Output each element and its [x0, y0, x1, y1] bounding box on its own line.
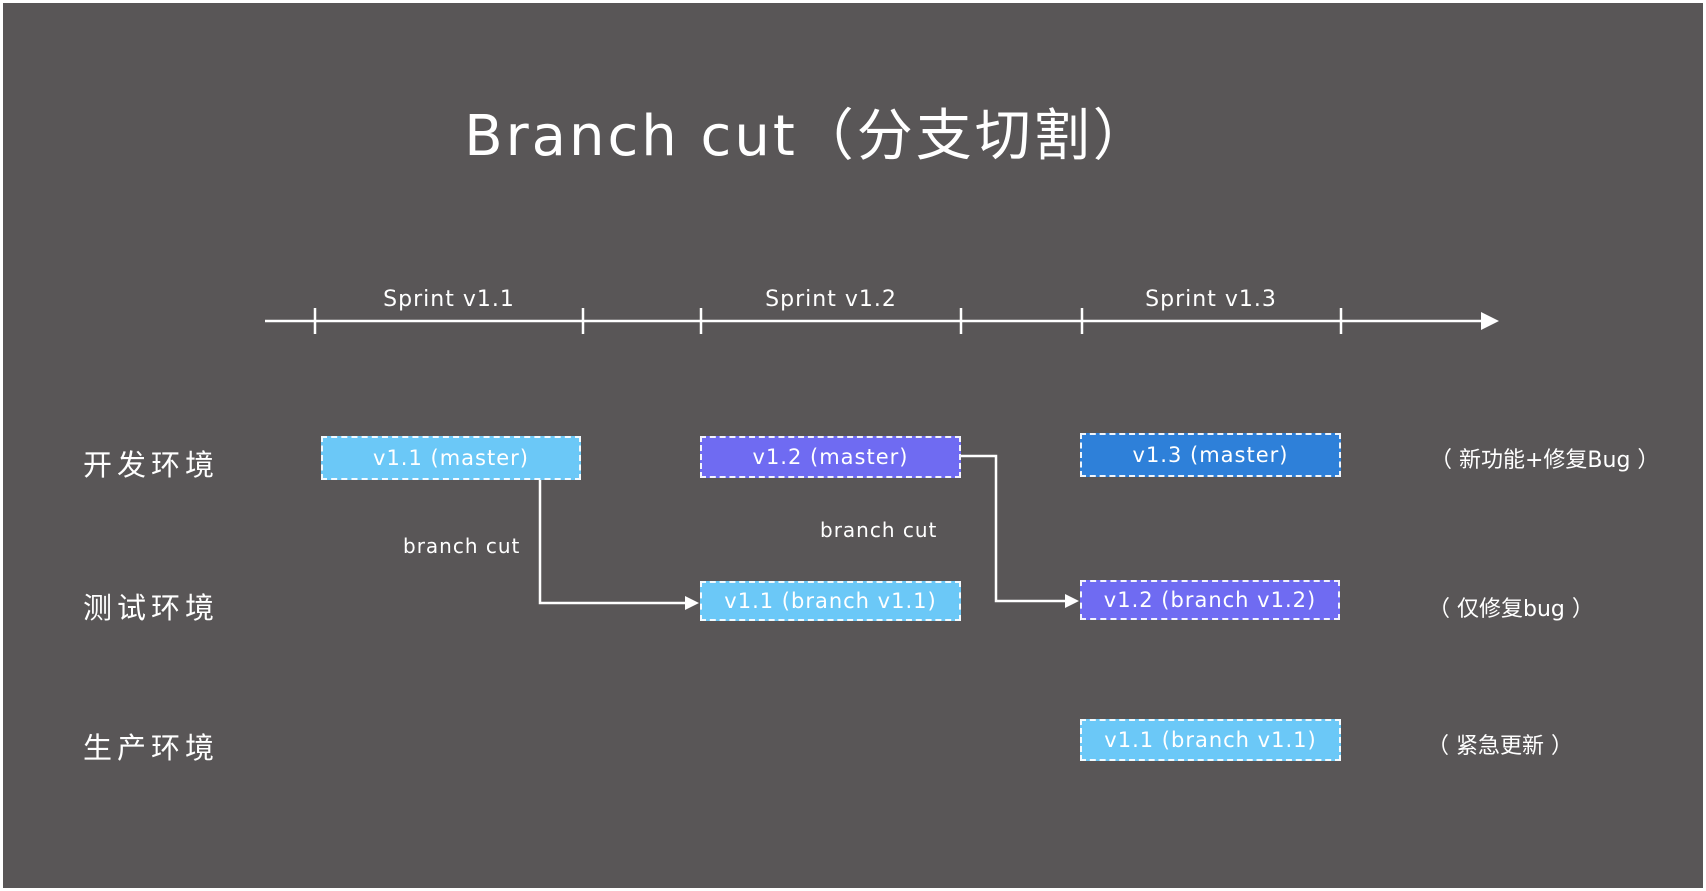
box-dev-v1-3-master: v1.3 (master) — [1080, 433, 1341, 477]
sprint-label-v1-3: Sprint v1.3 — [1145, 287, 1277, 312]
row-label-prod-env: 生产环境 — [83, 731, 220, 765]
connector-arrowhead-2-icon — [1065, 594, 1079, 608]
connector-arrowhead-1-icon — [685, 596, 699, 610]
connector-line-branch-cut-1 — [538, 480, 685, 605]
sprint-label-v1-1: Sprint v1.1 — [383, 287, 515, 312]
box-dev-v1-2-master: v1.2 (master) — [700, 436, 961, 478]
timeline-arrowhead-icon — [1481, 312, 1499, 330]
box-test-v1-1-branch: v1.1 (branch v1.1) — [700, 581, 961, 621]
page-title: Branch cut（分支切割） — [464, 104, 1152, 169]
row-label-dev-env: 开发环境 — [83, 448, 220, 482]
connector-label-branch-cut-2: branch cut — [820, 518, 938, 542]
annotation-test-env: （ 仅修复bug ） — [1428, 597, 1594, 622]
box-dev-v1-1-master: v1.1 (master) — [321, 436, 581, 480]
connector-line-branch-cut-2 — [961, 454, 1065, 603]
sprint-label-v1-2: Sprint v1.2 — [765, 287, 897, 312]
connector-label-branch-cut-1: branch cut — [403, 534, 521, 558]
box-test-v1-2-branch: v1.2 (branch v1.2) — [1080, 580, 1340, 620]
annotation-prod-env: （ 紧急更新 ） — [1427, 734, 1573, 759]
annotation-dev-env: （ 新功能+修复Bug ） — [1430, 448, 1660, 473]
row-label-test-env: 测试环境 — [83, 591, 220, 625]
box-prod-v1-1-branch: v1.1 (branch v1.1) — [1080, 719, 1341, 761]
